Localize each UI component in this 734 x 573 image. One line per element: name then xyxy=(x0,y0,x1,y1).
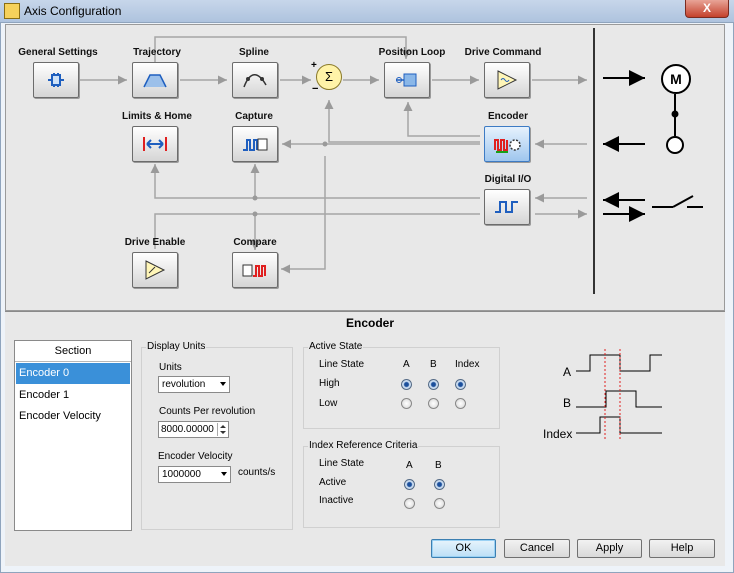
index-ref-line-state-header: Line State xyxy=(319,458,365,469)
radio-inactive-b[interactable] xyxy=(434,498,445,509)
radio-inactive-a[interactable] xyxy=(404,498,415,509)
compare-icon xyxy=(242,264,266,277)
active-state-col-a: A xyxy=(403,359,410,370)
radio-high-b[interactable] xyxy=(428,379,439,390)
active-state-row-low: Low xyxy=(319,398,338,409)
list-item-encoder-1[interactable]: Encoder 1 xyxy=(19,389,70,401)
list-item-encoder-0[interactable]: Encoder 0 xyxy=(16,363,130,384)
velocity-unit-label: counts/s xyxy=(238,467,276,478)
window-title: Axis Configuration xyxy=(24,4,122,18)
chevron-down-icon xyxy=(221,472,227,476)
active-state-col-b: B xyxy=(430,359,437,370)
close-button[interactable]: X xyxy=(685,0,729,18)
title-bar xyxy=(0,0,734,22)
display-units-title: Display Units xyxy=(146,341,207,352)
gear-settings-icon xyxy=(48,73,64,87)
capture-button[interactable] xyxy=(232,126,278,162)
radio-high-index[interactable] xyxy=(455,379,466,390)
radio-low-b[interactable] xyxy=(428,398,439,409)
panel-splitter[interactable] xyxy=(5,311,725,312)
digital-pulse-icon xyxy=(495,201,518,213)
spinner-arrows-icon[interactable] xyxy=(217,423,227,436)
limits-home-button[interactable] xyxy=(132,126,178,162)
spline-label: Spline xyxy=(238,47,269,58)
units-dropdown[interactable]: revolution xyxy=(158,376,230,393)
drive-enable-label: Drive Enable xyxy=(124,237,186,248)
index-ref-row-active: Active xyxy=(319,477,347,488)
diagram-connections xyxy=(80,28,703,294)
labview-app-icon xyxy=(4,3,20,19)
compare-label: Compare xyxy=(233,237,277,248)
radio-low-a[interactable] xyxy=(401,398,412,409)
radio-low-index[interactable] xyxy=(455,398,466,409)
chevron-down-icon xyxy=(220,382,226,386)
counts-per-revolution-input[interactable]: 8000.00000 xyxy=(158,421,229,438)
index-ref-col-b: B xyxy=(435,460,442,471)
motor-symbol: M xyxy=(661,64,691,94)
summing-junction-icon: Σ xyxy=(316,64,342,90)
axis-diagram-panel xyxy=(5,24,725,311)
capture-icon xyxy=(243,138,268,151)
encoder-waveform-diagram xyxy=(576,349,662,441)
plus-sign: + xyxy=(311,60,317,71)
active-state-title: Active State xyxy=(308,341,364,352)
index-reference-group xyxy=(303,446,500,528)
position-loop-label: Position Loop xyxy=(378,47,446,58)
general-settings-label: General Settings xyxy=(18,47,98,58)
section-title: Encoder xyxy=(345,316,394,330)
counts-per-revolution-label: Counts Per revolution xyxy=(159,406,256,417)
motor-letter: M xyxy=(670,71,682,87)
section-list-header: Section xyxy=(15,341,131,362)
encoder-velocity-value: 1000000 xyxy=(162,469,201,480)
radio-active-b[interactable] xyxy=(434,479,445,490)
digital-io-label: Digital I/O xyxy=(484,174,532,185)
limits-arrows-icon xyxy=(143,137,167,151)
drive-enable-button[interactable] xyxy=(132,252,178,288)
drive-enable-icon xyxy=(145,260,166,280)
amplifier-icon xyxy=(497,70,518,90)
radio-active-a[interactable] xyxy=(404,479,415,490)
position-loop-icon xyxy=(396,73,417,87)
help-button[interactable]: Help xyxy=(649,539,715,558)
minus-sign: − xyxy=(312,83,319,95)
limits-home-label: Limits & Home xyxy=(121,111,192,122)
index-ref-row-inactive: Inactive xyxy=(319,495,354,506)
index-ref-col-a: A xyxy=(406,460,413,471)
encoder-button[interactable] xyxy=(484,126,530,162)
units-value: revolution xyxy=(162,379,206,390)
compare-button[interactable] xyxy=(232,252,278,288)
encoder-icon xyxy=(494,139,521,153)
index-reference-title: Index Reference Criteria xyxy=(308,440,419,451)
apply-button[interactable]: Apply xyxy=(577,539,642,558)
encoder-velocity-dropdown[interactable]: 1000000 xyxy=(158,466,231,483)
digital-io-button[interactable] xyxy=(484,189,530,225)
waveform-label-index: Index xyxy=(543,427,573,441)
encoder-velocity-label: Encoder Velocity xyxy=(158,451,233,462)
cancel-button[interactable]: Cancel xyxy=(504,539,570,558)
drive-command-button[interactable] xyxy=(484,62,530,98)
active-state-row-high: High xyxy=(319,378,340,389)
capture-label: Capture xyxy=(235,111,273,122)
position-loop-button[interactable] xyxy=(384,62,430,98)
radio-high-a[interactable] xyxy=(401,379,412,390)
ok-button[interactable]: OK xyxy=(431,539,496,558)
trajectory-icon xyxy=(143,74,167,88)
counts-value: 8000.00000 xyxy=(161,424,214,435)
spline-curve-icon xyxy=(243,74,267,88)
section-listbox[interactable]: Section Encoder 0 Encoder 1 Encoder Velo… xyxy=(14,340,132,531)
waveform-label-b: B xyxy=(563,396,572,410)
list-item-encoder-velocity[interactable]: Encoder Velocity xyxy=(19,410,101,422)
active-state-col-index: Index xyxy=(455,359,480,370)
units-label: Units xyxy=(159,362,182,373)
drive-command-label: Drive Command xyxy=(464,47,542,58)
spline-button[interactable] xyxy=(232,62,278,98)
encoder-label: Encoder xyxy=(487,111,528,122)
display-units-group xyxy=(141,347,293,530)
active-state-line-state-header: Line State xyxy=(319,359,365,370)
sum-symbol: Σ xyxy=(324,69,334,84)
waveform-label-a: A xyxy=(563,365,572,379)
trajectory-button[interactable] xyxy=(132,62,178,98)
trajectory-label: Trajectory xyxy=(133,47,181,58)
general-settings-button[interactable] xyxy=(33,62,79,98)
